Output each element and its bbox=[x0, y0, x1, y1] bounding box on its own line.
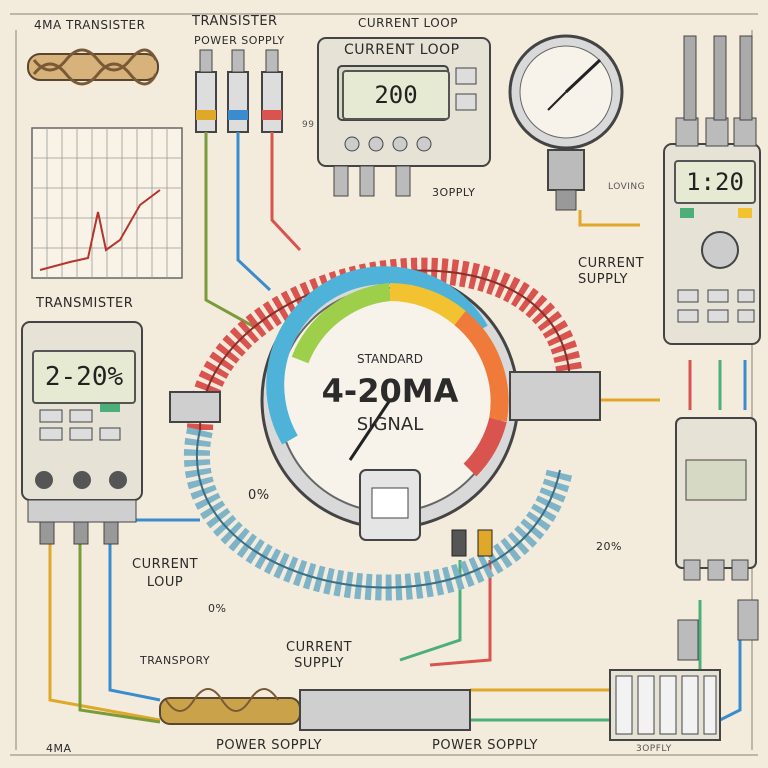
label-power-sopply-top: POWER SOPPLY bbox=[194, 34, 285, 47]
twisted-cable-icon bbox=[27, 48, 159, 86]
wires bbox=[48, 132, 747, 724]
signal-chart bbox=[31, 127, 183, 279]
label-supply-mid: 3OPPLY bbox=[432, 186, 476, 199]
right-lower-box bbox=[675, 417, 759, 661]
label-current-loop-left: CURRENT LOUP bbox=[132, 557, 199, 590]
bottom-coupling bbox=[299, 689, 471, 731]
label-top-left-2: TRANSISTER bbox=[192, 14, 278, 29]
label-four-ma: 4MA bbox=[46, 742, 72, 755]
left-meter-display: 2-20% bbox=[32, 350, 136, 404]
label-current-supply-bottom: CURRENT SUPPLY bbox=[286, 640, 353, 671]
top-meter-display: 200 bbox=[342, 70, 450, 120]
label-percent-left: 0% bbox=[248, 488, 270, 503]
label-power-sopply-bottom-right: POWER SOPPLY bbox=[432, 738, 538, 753]
gauge-line2: 4-20MA bbox=[321, 372, 459, 410]
label-power-sopply-bottom-left: POWER SOPPLY bbox=[216, 738, 322, 753]
label-current-supply-right: CURRENT SUPPLY bbox=[578, 256, 645, 287]
right-meter-display: 1:20 bbox=[674, 160, 756, 204]
label-right-20: 20% bbox=[596, 540, 622, 553]
terminal-block bbox=[609, 669, 721, 741]
gauge-line1: STANDARD bbox=[356, 352, 424, 366]
label-transpory: TRANSPORY bbox=[140, 654, 211, 667]
top-connectors bbox=[195, 49, 283, 133]
pressure-gauge bbox=[508, 34, 624, 211]
gauge-line3: SIGNAL bbox=[356, 414, 424, 435]
main-gauge bbox=[169, 266, 601, 541]
label-percent-small: 0% bbox=[208, 602, 227, 615]
label-top-left-1: 4MA TRANSISTER bbox=[34, 18, 146, 32]
label-current-loop-top: CURRENT LOOP bbox=[358, 16, 458, 30]
label-current-loop-box: CURRENT LOOP bbox=[344, 42, 460, 58]
label-loving: LOVING bbox=[608, 182, 646, 192]
label-transmister: TRANSMISTER bbox=[36, 296, 134, 311]
probe-connectors bbox=[451, 529, 493, 557]
label-small-99: 99 bbox=[302, 120, 315, 130]
label-bottom-right-supply: 3OPFLY bbox=[636, 744, 672, 754]
